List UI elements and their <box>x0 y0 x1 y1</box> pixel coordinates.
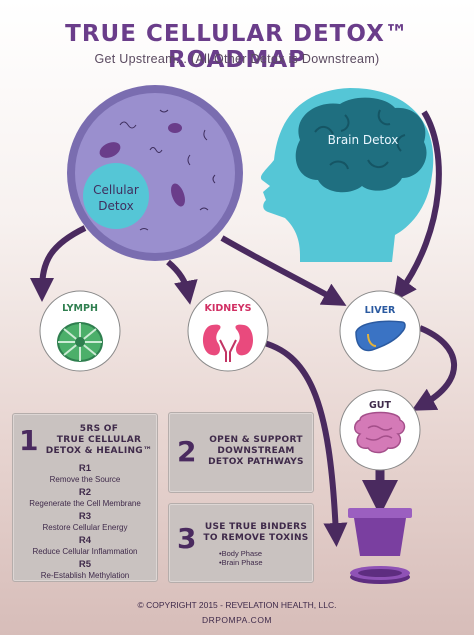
step-3-box: 3 USE TRUE BINDERS TO REMOVE TOXINS •Bod… <box>168 503 314 583</box>
step-1-title-line: DETOX & HEALING™ <box>45 446 153 456</box>
step-2-title-line: DOWNSTREAM <box>217 446 295 456</box>
step-2-number: 2 <box>177 435 197 468</box>
cell-nucleus <box>83 163 149 229</box>
step-r4-key: R4 <box>78 535 92 546</box>
website-link[interactable]: DRPOMPA.COM <box>201 615 273 625</box>
step-r2-key: R2 <box>78 487 92 498</box>
gut-label: GUT <box>369 400 391 411</box>
cellular-detox-label-line1: Cellular <box>93 183 139 197</box>
step-r2-text: Regenerate the Cell Membrane <box>29 499 141 508</box>
step-3-number: 3 <box>177 522 197 555</box>
lymph-label: LYMPH <box>62 303 98 314</box>
arrow-brain-to-liver <box>392 110 442 302</box>
step-1-number: 1 <box>19 424 39 457</box>
step-r3-key: R3 <box>78 511 92 522</box>
lymph-icon <box>57 322 103 362</box>
page-title: TRUE CELLULAR DETOX™ ROADMAP <box>65 21 409 73</box>
liver-label: LIVER <box>364 305 396 316</box>
step-2-title-line: DETOX PATHWAYS <box>208 457 304 467</box>
brain-detox-label: Brain Detox <box>327 133 399 147</box>
arrow-cell-to-liver <box>220 235 347 306</box>
step-r3-text: Restore Cellular Energy <box>42 523 128 532</box>
step-r4-text: Reduce Cellular Inflammation <box>32 547 138 556</box>
arrow-cell-to-lymph <box>30 225 87 302</box>
page-subtitle: Get Upstream... (All Other Detox is Down… <box>94 52 380 66</box>
binder-cup-icon <box>348 508 412 584</box>
kidneys-icon <box>203 324 253 362</box>
arrow-liver-to-gut <box>411 325 457 411</box>
step-2-title: OPEN & SUPPORT DOWNSTREAM DETOX PATHWAYS <box>203 435 309 468</box>
cellular-detox-label: Cellular Detox <box>88 182 144 214</box>
kidneys-label: KIDNEYS <box>204 303 252 314</box>
gut-icon <box>354 411 406 454</box>
step-1-box: 1 5RS OF TRUE CELLULAR DETOX & HEALING™ … <box>12 413 158 582</box>
step-r1-text: Remove the Source <box>49 475 121 484</box>
copyright-text: © COPYRIGHT 2015 - REVELATION HEALTH, LL… <box>137 600 337 610</box>
step-1-title-line: TRUE CELLULAR <box>56 435 142 445</box>
step-1-title: 5RS OF TRUE CELLULAR DETOX & HEALING™ <box>43 424 155 457</box>
step-3-title: USE TRUE BINDERS TO REMOVE TOXINS <box>203 522 309 544</box>
step-3-bullet-brain: •Brain Phase <box>219 558 263 567</box>
step-3-bullet-body: •Body Phase <box>219 549 263 558</box>
arrow-cell-to-kidneys <box>166 259 198 305</box>
step-3-title-line: TO REMOVE TOXINS <box>203 533 309 543</box>
step-3-title-line: USE TRUE BINDERS <box>204 522 308 532</box>
step-r5-key: R5 <box>78 559 92 570</box>
cellular-detox-label-line2: Detox <box>98 199 134 213</box>
step-2-box: 2 OPEN & SUPPORT DOWNSTREAM DETOX PATHWA… <box>168 412 314 493</box>
brain-shape <box>295 97 427 193</box>
liver-icon <box>355 320 406 352</box>
step-r1-key: R1 <box>78 463 92 474</box>
arrow-kidneys-to-binder <box>249 337 348 547</box>
step-1-title-line: 5RS OF <box>79 424 119 434</box>
step-r5-text: Re-Establish Methylation <box>40 571 130 580</box>
step-2-title-line: OPEN & SUPPORT <box>209 435 303 445</box>
